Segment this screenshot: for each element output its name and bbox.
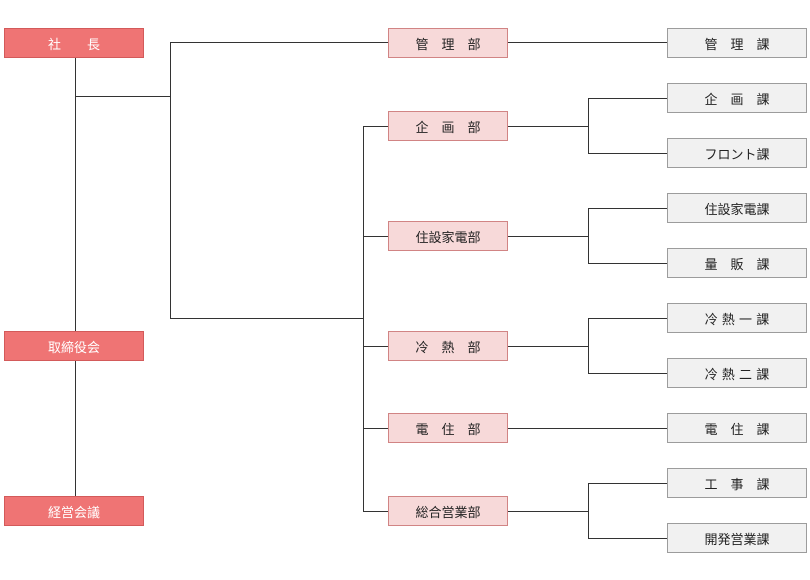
connector-line: [588, 483, 667, 484]
president-box: 社 長: [4, 28, 144, 58]
connector-line: [170, 42, 388, 43]
connector-line: [75, 57, 76, 331]
section-ryohan: 量 販 課: [667, 248, 807, 278]
connector-line: [363, 126, 388, 127]
connector-line: [588, 208, 667, 209]
connector-line: [363, 346, 388, 347]
connector-line: [508, 346, 588, 347]
connector-line: [508, 511, 588, 512]
connector-line: [363, 511, 388, 512]
connector-line: [588, 98, 589, 154]
connector-line: [75, 361, 76, 496]
section-kaihatsu-eigyo: 開発営業課: [667, 523, 807, 553]
connector-line: [588, 318, 667, 319]
department-kikaku: 企 画 部: [388, 111, 508, 141]
connector-line: [363, 126, 364, 512]
connector-line: [508, 126, 588, 127]
connector-line: [170, 318, 363, 319]
section-front: フロント課: [667, 138, 807, 168]
department-reinetsu: 冷 熱 部: [388, 331, 508, 361]
connector-line: [588, 483, 589, 539]
section-jusetsu-kaden: 住設家電課: [667, 193, 807, 223]
section-kanri: 管 理 課: [667, 28, 807, 58]
connector-line: [363, 428, 388, 429]
connector-line: [508, 428, 667, 429]
connector-line: [508, 42, 667, 43]
section-kikaku: 企 画 課: [667, 83, 807, 113]
section-koji: 工 事 課: [667, 468, 807, 498]
connector-line: [75, 96, 170, 97]
connector-line: [508, 236, 588, 237]
connector-line: [588, 153, 667, 154]
management-meeting-box: 経営会議: [4, 496, 144, 526]
connector-line: [588, 208, 589, 264]
connector-line: [588, 373, 667, 374]
connector-line: [588, 98, 667, 99]
section-denju: 電 住 課: [667, 413, 807, 443]
department-sogo-eigyo: 総合営業部: [388, 496, 508, 526]
department-jusetsu-kaden: 住設家電部: [388, 221, 508, 251]
board-of-directors-box: 取締役会: [4, 331, 144, 361]
connector-line: [588, 318, 589, 374]
connector-line: [170, 42, 171, 319]
department-denju: 電 住 部: [388, 413, 508, 443]
section-reinetsu-1: 冷 熱 一 課: [667, 303, 807, 333]
connector-line: [588, 263, 667, 264]
department-kanri: 管 理 部: [388, 28, 508, 58]
connector-line: [363, 236, 388, 237]
connector-line: [588, 538, 667, 539]
section-reinetsu-2: 冷 熱 二 課: [667, 358, 807, 388]
